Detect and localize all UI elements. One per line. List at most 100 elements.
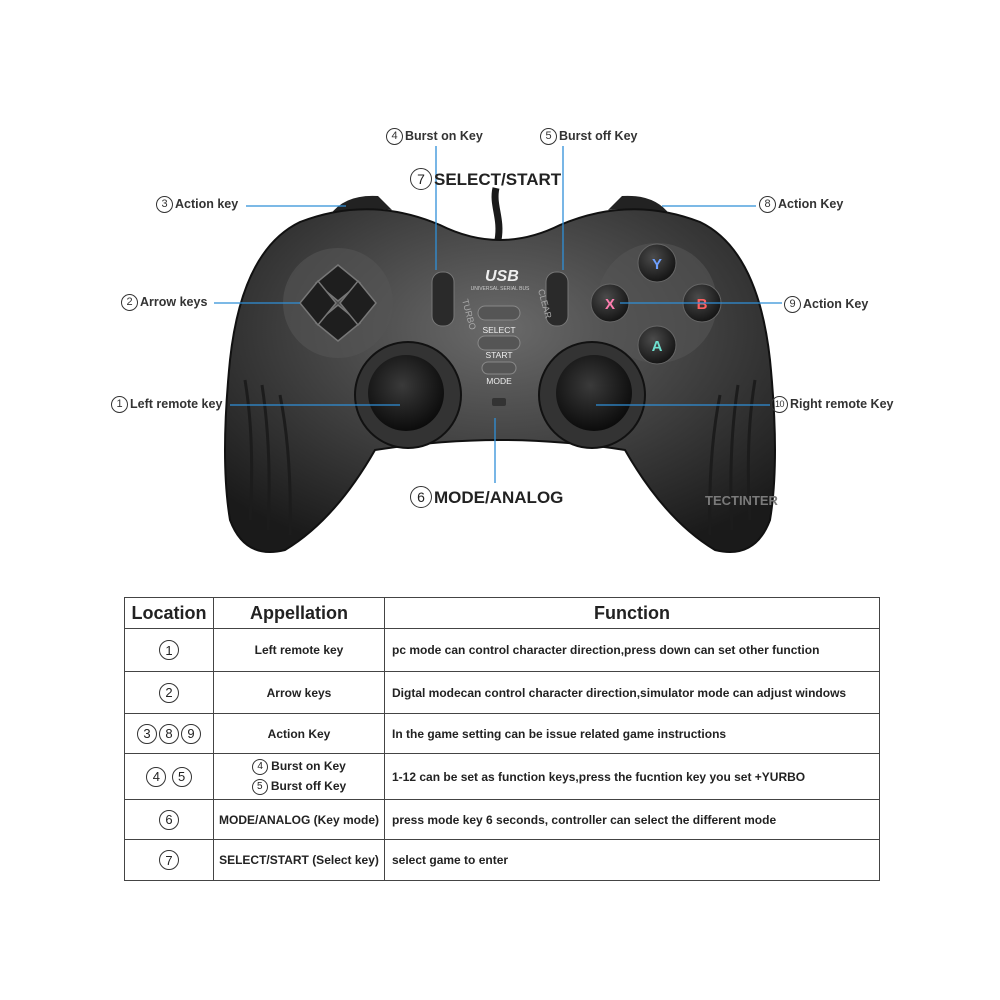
location-cell: 2 [124, 671, 214, 714]
callout-arrow-keys: 2 Arrow keys [121, 294, 207, 311]
callout-number: 3 [156, 196, 173, 213]
callout-number: 10 [771, 396, 788, 413]
start-label: START [485, 350, 512, 360]
callout-text: Left remote key [130, 397, 223, 412]
callout-number: 1 [111, 396, 128, 413]
key-function-table: Location Appellation Function 1 Left rem… [124, 597, 880, 881]
callout-leader-lines [214, 146, 782, 483]
table-row: 7 SELECT/START (Select key) select game … [124, 839, 880, 881]
callout-action-face: 9 Action Key [784, 296, 868, 313]
function-cell: Digtal modecan control character directi… [384, 671, 880, 714]
callout-text: Action Key [803, 297, 869, 312]
x-label: X [605, 296, 615, 313]
watermark: TECTINTER [705, 493, 779, 508]
header-location: Location [124, 597, 214, 629]
function-cell: pc mode can control character direction,… [384, 628, 880, 672]
callout-text: Action Key [778, 197, 844, 212]
function-cell: In the game setting can be issue related… [384, 713, 880, 754]
callout-burst-off: 5 Burst off Key [540, 128, 637, 145]
function-cell: press mode key 6 seconds, controller can… [384, 799, 880, 840]
location-number: 8 [159, 723, 179, 744]
header-appellation: Appellation [213, 597, 385, 629]
callout-number: 7 [410, 168, 432, 190]
b-label: B [697, 296, 708, 313]
usb-subtext: UNIVERSAL SERIAL BUS [471, 286, 530, 292]
callout-text: Action key [175, 197, 239, 212]
callout-text: Burst on Key [405, 129, 483, 144]
callout-right-remote: 10 Right remote Key [771, 396, 894, 413]
left-analog-stick[interactable] [368, 355, 444, 431]
face-button-y[interactable]: Y [637, 243, 677, 283]
location-number: 7 [159, 850, 179, 870]
table-row: 2 Arrow keys Digtal modecan control char… [124, 671, 880, 714]
callout-number: 4 [386, 128, 403, 145]
location-number: 6 [159, 809, 179, 830]
table-row: 1 Left remote key pc mode can control ch… [124, 628, 880, 672]
callout-number: 2 [121, 294, 138, 311]
appellation-line: 5 Burst off Key [214, 778, 384, 795]
callout-text: Burst off Key [559, 129, 638, 144]
location-cell: 6 [124, 799, 214, 840]
location-cell: 1 [124, 628, 214, 672]
gamepad-diagram: Y X B A TURBO CLEAR USB UNIVERSAL SERIAL… [214, 146, 782, 553]
callout-action-right: 8 Action Key [759, 196, 843, 213]
appellation-cell: MODE/ANALOG (Key mode) [213, 799, 385, 840]
callout-text: MODE/ANALOG [434, 487, 564, 507]
appellation-number: 5 [251, 778, 268, 795]
function-cell: 1-12 can be set as function keys,press t… [384, 753, 880, 800]
appellation-cell: Left remote key [213, 628, 385, 672]
callout-text: SELECT/START [434, 169, 562, 189]
mode-button[interactable] [481, 361, 517, 375]
usb-logo: USB [485, 268, 519, 285]
mode-led [492, 398, 506, 406]
turbo-button[interactable] [431, 271, 455, 327]
callout-select-start: 7 SELECT/START [410, 168, 561, 190]
a-label: A [652, 338, 663, 355]
table-row: 6 MODE/ANALOG (Key mode) press mode key … [124, 799, 880, 840]
callout-number: 8 [759, 196, 776, 213]
start-button[interactable] [477, 335, 521, 351]
table-header-row: Location Appellation Function [124, 597, 880, 629]
callout-mode-analog: 6 MODE/ANALOG [410, 486, 563, 508]
appellation-line: 4 Burst on Key [214, 758, 384, 775]
appellation-text: Burst on Key [271, 759, 346, 774]
callout-text: Right remote Key [790, 397, 894, 412]
face-button-x[interactable]: X [590, 283, 630, 323]
table-row: 4 5 4 Burst on Key 5 Burst off Key 1-12 … [124, 753, 880, 800]
location-number: 3 [137, 723, 157, 744]
location-number: 2 [159, 682, 179, 703]
callout-action-left: 3 Action key [156, 196, 238, 213]
appellation-text: Burst off Key [270, 779, 347, 794]
callout-number: 5 [540, 128, 557, 145]
appellation-cell: Action Key [213, 713, 385, 754]
left-grip-texture [243, 379, 292, 536]
right-analog-stick[interactable] [556, 355, 632, 431]
callout-left-remote: 1 Left remote key [111, 396, 222, 413]
appellation-number: 4 [252, 758, 269, 775]
location-number: 4 [146, 766, 167, 787]
location-number: 9 [181, 723, 201, 744]
location-number: 5 [171, 766, 192, 787]
appellation-cell: SELECT/START (Select key) [213, 839, 385, 881]
header-function: Function [384, 597, 880, 629]
location-cell: 7 [124, 839, 214, 881]
location-cell: 4 5 [124, 753, 214, 800]
callout-number: 9 [784, 296, 801, 313]
select-button[interactable] [477, 305, 521, 321]
mode-label: MODE [486, 376, 512, 386]
right-grip-texture [708, 379, 757, 536]
clear-button[interactable] [545, 271, 569, 327]
y-label: Y [652, 256, 662, 273]
appellation-cell: 4 Burst on Key 5 Burst off Key [213, 753, 385, 800]
callout-text: Arrow keys [140, 295, 208, 310]
location-number: 1 [159, 640, 179, 660]
callout-burst-on: 4 Burst on Key [386, 128, 483, 145]
select-label: SELECT [482, 325, 515, 335]
function-cell: select game to enter [384, 839, 880, 881]
appellation-cell: Arrow keys [213, 671, 385, 714]
callout-number: 6 [410, 486, 432, 508]
face-button-a[interactable]: A [637, 325, 677, 365]
dpad[interactable] [299, 264, 377, 342]
